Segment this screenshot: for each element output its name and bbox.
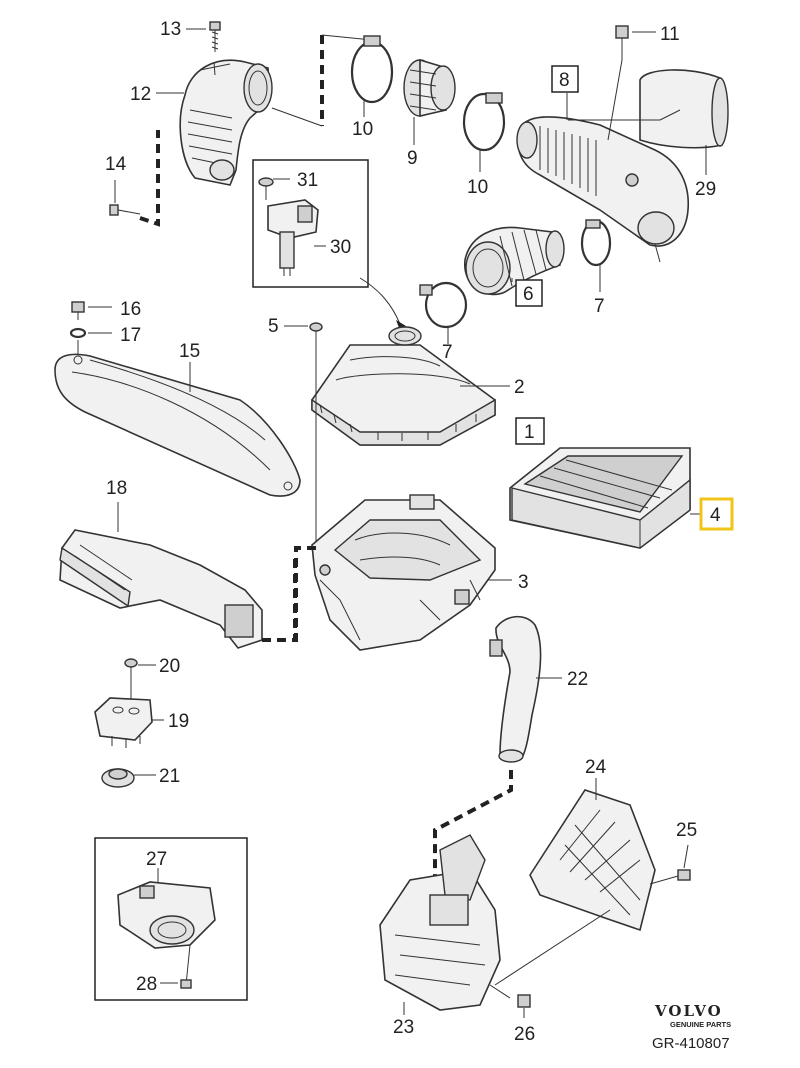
callout-22: 22: [567, 669, 588, 690]
bolt-28: [180, 944, 192, 989]
brand-name: VOLVO: [654, 1002, 723, 1020]
bolt-14: [109, 204, 141, 216]
callout-16: 16: [120, 299, 141, 320]
intake-hose-6: [464, 226, 565, 296]
air-duct-18: [59, 529, 263, 649]
callout-10a: 10: [352, 119, 373, 140]
callout-8-box: [551, 65, 579, 93]
drain-hose-22: [489, 615, 542, 763]
callout-4: 4: [710, 505, 721, 526]
washer-17: [69, 327, 87, 339]
air-filter-4: [509, 447, 691, 549]
callout-18: 18: [106, 478, 127, 499]
callout-27: 27: [146, 849, 167, 870]
callout-7a: 7: [594, 296, 605, 317]
hose-clamp-7b: [419, 281, 468, 329]
screw-25: [649, 869, 691, 885]
intake-resonator: [179, 59, 273, 186]
bolt-26: [489, 984, 531, 1008]
bolt-13: [209, 21, 221, 52]
callout-11: 11: [660, 24, 680, 45]
callout-5: 5: [268, 316, 279, 337]
grommet-21: [101, 768, 135, 788]
callout-28: 28: [136, 974, 157, 995]
airbox-cover-2: [311, 326, 496, 446]
intake-pipe-8: [516, 116, 690, 263]
callout-15: 15: [179, 341, 200, 362]
callout-6: 6: [523, 284, 534, 305]
heat-shield-15: [54, 353, 301, 497]
diagram-reference: GR-410807: [652, 1035, 730, 1052]
bolt-11: [615, 25, 629, 60]
callout-29: 29: [695, 179, 716, 200]
sensor-inset-frame: [252, 159, 369, 288]
bolt-16: [71, 301, 85, 320]
brand-logo: VOLVO GENUINE PARTS: [654, 1002, 731, 1029]
callout-8: 8: [559, 70, 570, 91]
callout-4-box-highlighted: [699, 497, 734, 531]
callout-3: 3: [518, 572, 529, 593]
screw-5: [309, 322, 323, 345]
callout-23: 23: [393, 1017, 414, 1038]
callout-21: 21: [159, 766, 180, 787]
cover-29: [639, 69, 729, 149]
screw-31: [258, 177, 274, 200]
hose-clamp-10a: [350, 35, 394, 104]
mass-airflow-sensor-30: [267, 199, 319, 276]
callout-14: 14: [105, 154, 127, 175]
callout-24: 24: [585, 757, 607, 778]
hose-clamp-7a: [580, 219, 612, 267]
callout-9: 9: [407, 148, 418, 169]
callout-2: 2: [514, 377, 525, 398]
brand-subtitle: GENUINE PARTS: [670, 1020, 731, 1029]
callout-31: 31: [297, 170, 318, 191]
callout-1: 1: [524, 422, 535, 443]
resonator-23: [379, 834, 501, 1011]
callout-10b: 10: [467, 177, 488, 198]
callout-13: 13: [160, 19, 181, 40]
callout-19: 19: [168, 711, 189, 732]
bracket-19: [94, 697, 153, 748]
callout-12: 12: [130, 84, 151, 105]
bracket-24: [529, 789, 656, 932]
callout-25: 25: [676, 820, 697, 841]
callout-26: 26: [514, 1024, 535, 1045]
coupling-9: [403, 58, 456, 118]
callout-17: 17: [120, 325, 141, 346]
callout-7b: 7: [442, 342, 453, 363]
airbox-3: [311, 494, 496, 651]
throttle-body-27: [117, 881, 216, 949]
throttle-inset-frame: [94, 837, 248, 1001]
callout-20: 20: [159, 656, 180, 677]
screw-20: [124, 658, 138, 700]
callout-30: 30: [330, 237, 351, 258]
callout-1-box: [515, 417, 545, 445]
hose-clamp-10b: [462, 92, 506, 152]
callout-6-box: [515, 279, 543, 307]
